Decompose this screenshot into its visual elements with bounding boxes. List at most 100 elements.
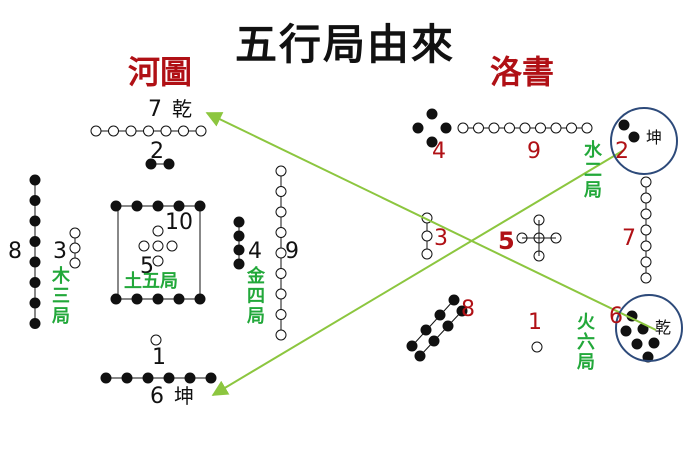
luoshu-seven [640,272,652,284]
hetu-center-five [152,255,164,267]
hetu-right-nine [275,288,287,300]
hetu-top-seven [160,125,172,137]
hetu-center-phase: 土五局 [124,271,178,292]
luoshu-top-left: 4 [432,139,446,164]
luoshu-nine [488,122,500,134]
luoshu-trigram-kun: 坤 [646,128,663,147]
luoshu-phase-fire: 火六局 [574,312,595,372]
luoshu-phase-water: 水二局 [581,140,602,200]
hetu-bottom-six [184,372,196,384]
luoshu-four [426,108,438,120]
hetu-right-nine [275,268,287,279]
hetu-right-nine [275,227,287,238]
hetu-right-phase: 金四局 [244,266,265,326]
hetu-top-inner: 2 [150,139,164,164]
hetu-bottom-six [163,372,175,384]
hetu-left-phase: 木三局 [49,266,70,326]
hetu-bottom-six [205,372,217,384]
heading-hetu: 河圖 [128,53,193,91]
hetu-left-outer: 8 [8,239,22,264]
hetu-left-eight [29,174,41,186]
hetu-top-seven [178,125,189,137]
hetu-top-seven [108,125,119,137]
hetu-center-inner: 5 [140,254,154,279]
luoshu-four [440,122,452,134]
luoshu-four [426,136,438,148]
luoshu-eight-link [411,299,455,347]
luoshu-top-right: 2 [615,139,629,164]
hetu-top-seven [125,125,137,137]
hetu-top-seven [143,125,154,137]
hetu-left-eight [29,195,41,206]
hetu-right-four [233,258,245,270]
luoshu-seven [640,192,652,204]
luoshu-four [412,122,424,134]
hetu-bottom-six [121,372,133,384]
luoshu-nine [519,122,531,134]
highlight-circles [610,107,683,362]
hetu-right-four [233,244,245,256]
luoshu-bottom-center: 1 [528,310,542,335]
luoshu-nine [566,122,577,134]
hetu-top-trigram: 乾 [172,97,192,121]
luoshu-three [421,248,433,260]
luoshu-mid-right: 7 [622,226,636,251]
hetu-left-three [69,257,81,269]
luoshu-seven [640,176,652,188]
luoshu-two [618,119,630,131]
hetu-left-three [69,242,81,254]
luoshu-seven [640,208,652,220]
hetu-left-eight [29,318,41,329]
hetu-right-nine [275,247,287,259]
hetu-top-seven [90,125,102,137]
hetu-bottom-six [100,372,112,384]
hetu-left-eight [29,297,41,309]
hetu-right-outer: 9 [285,239,299,264]
heading-luoshu: 洛書 [490,53,555,91]
enclosing-lines [117,205,556,300]
hetu-left-eight [29,277,41,288]
luoshu-six [631,338,643,350]
luoshu-three [421,230,433,242]
luoshu-nine [504,122,515,134]
hetu-center-frame [117,205,201,300]
luoshu-nine [457,122,469,134]
hetu-right-nine [275,186,287,197]
arrow-kun [211,149,625,396]
mapping-arrows [205,112,657,396]
hetu-bottom-inner: 1 [152,345,166,370]
hetu-left-inner: 3 [53,239,67,264]
diagram-title: 五行局由來 [235,20,456,69]
hetu-top-two [145,158,157,170]
hetu-bottom-six [142,372,154,384]
hetu-right-nine [275,206,287,218]
hetu-left-eight [29,256,41,268]
luoshu-top-center: 9 [527,139,541,164]
hetu-top-seven [195,125,207,137]
luoshu-six [648,337,660,349]
luoshu-two [628,131,640,143]
circle-qian [615,294,683,362]
dot-patterns [29,108,660,384]
hetu-left-three [69,227,81,239]
luoshu-seven [640,224,652,236]
luoshu-nine [535,122,546,134]
hetu-center-outer: 10 [165,210,193,235]
arrow-qian [205,112,657,331]
hetu-center-five [166,240,178,252]
luoshu-center: 5 [498,227,515,255]
hetu-center-five [152,225,164,237]
luoshu-six [642,351,654,363]
luoshu-seven [640,256,652,268]
hetu-bottom-outer: 6 [150,384,164,409]
luoshu-nine [550,122,562,134]
hetu-center-five [152,240,164,252]
luoshu-bottom-right: 6 [609,304,623,329]
luoshu-bottom-left: 8 [461,297,475,322]
hetu-center-five [138,240,150,252]
hetu-right-four [233,216,245,228]
hetu-right-nine [275,329,287,341]
luoshu-seven [640,240,652,252]
circle-kun [610,107,678,175]
hetu-right-four [233,230,245,242]
